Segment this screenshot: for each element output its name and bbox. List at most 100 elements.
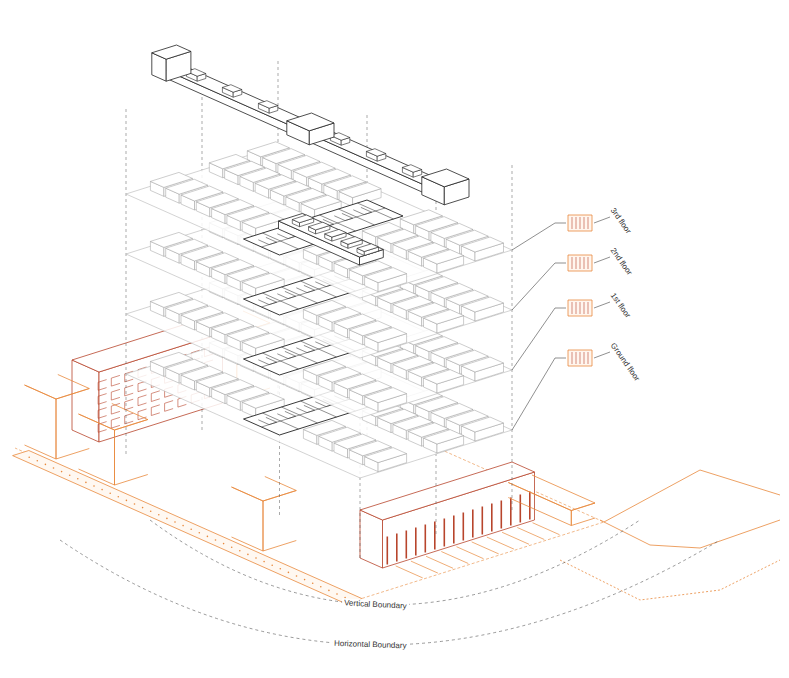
window (151, 405, 160, 416)
paving-dot (101, 489, 103, 491)
boundary-label: Horizontal Boundary (332, 639, 409, 652)
stair-tower (25, 385, 57, 459)
floor-icon (584, 257, 585, 269)
leader-line (594, 302, 610, 308)
floor-label: 3rd floor (608, 206, 633, 236)
paving-dot (255, 557, 257, 559)
floor-label: Ground floor (608, 341, 642, 383)
floor-slab (126, 326, 512, 478)
floor-icon (588, 217, 589, 229)
building-block (72, 360, 99, 442)
facade-stripe (396, 534, 398, 562)
floor-icon (568, 300, 592, 316)
paving-dot (37, 460, 39, 462)
unit-box (424, 430, 464, 444)
stair-tower (56, 389, 89, 460)
unit-box (424, 370, 464, 384)
roof-vent (357, 244, 379, 252)
roof-bar (279, 214, 384, 258)
paving-dot (158, 514, 160, 516)
unit-box (462, 357, 504, 372)
paving-dot (247, 554, 249, 556)
parking-line (396, 566, 423, 578)
floor-icon (576, 302, 577, 314)
parking-line (517, 528, 544, 540)
window (111, 417, 120, 428)
terrace-block (360, 462, 535, 520)
unit-box (462, 417, 504, 432)
floor-icon (584, 217, 585, 229)
paving-dot (61, 471, 63, 473)
paving-dot (280, 568, 282, 570)
annex (508, 483, 571, 526)
window (138, 395, 147, 406)
window (98, 408, 107, 419)
roof-tower (287, 113, 334, 131)
unit-box (242, 393, 284, 408)
floor-icon (588, 257, 589, 269)
floor-icon (580, 302, 581, 314)
floor-icon (588, 302, 589, 314)
roof-tower (422, 169, 469, 187)
unit-box (301, 195, 341, 209)
annex (508, 475, 595, 511)
paving-dot (134, 503, 136, 505)
unit-box (424, 250, 464, 264)
core-room (258, 297, 276, 304)
leader-line (594, 217, 610, 223)
paving-dot (215, 539, 217, 541)
roof-tower (152, 45, 191, 59)
floor-icon (572, 217, 573, 229)
window (151, 391, 160, 402)
facade-stripe (424, 525, 426, 553)
paving-dot (45, 464, 47, 466)
paving-dot (109, 492, 111, 494)
unit-box (462, 297, 504, 312)
paving-dot (53, 467, 55, 469)
unit-box (365, 328, 407, 343)
floor-icon (588, 352, 589, 364)
floor-icon (572, 257, 573, 269)
unit-box (462, 237, 504, 252)
paving-dot (263, 561, 265, 563)
exploded-floors (126, 45, 512, 558)
floor-label: 1st floor (608, 291, 633, 320)
paving-dot (328, 590, 330, 592)
paving-dot (28, 456, 30, 458)
floor-icon (568, 255, 592, 271)
projection-line (126, 109, 127, 454)
road-edge (560, 560, 780, 600)
unit-box (424, 310, 464, 324)
floor-icon (568, 215, 592, 231)
sidewalk (13, 451, 362, 606)
unit-box (242, 273, 284, 288)
leader-line (594, 257, 610, 263)
unit-box (365, 388, 407, 403)
paving-dot (150, 510, 152, 512)
facade-stripe (434, 522, 436, 550)
floor-leaders (512, 215, 610, 430)
window (98, 380, 107, 391)
core-room (334, 213, 352, 220)
roof-bar (156, 66, 444, 202)
stair-tower (115, 420, 148, 486)
window (165, 401, 174, 412)
core-room (277, 411, 295, 418)
projection-line (512, 165, 513, 510)
paving-dot (69, 474, 71, 476)
core-room (296, 405, 314, 412)
paving-dot (207, 536, 209, 538)
boundary-label: Vertical Boundary (341, 598, 408, 611)
floor-slab (126, 146, 512, 298)
paving-dot (77, 478, 79, 480)
facade-stripe (500, 501, 502, 529)
core-room (277, 291, 295, 298)
unit-box (242, 333, 284, 348)
roof-vent (222, 85, 241, 93)
roof-vent (341, 237, 362, 245)
paving-dot (239, 550, 241, 552)
roof-vent (258, 101, 277, 109)
roof-bar (156, 61, 460, 194)
